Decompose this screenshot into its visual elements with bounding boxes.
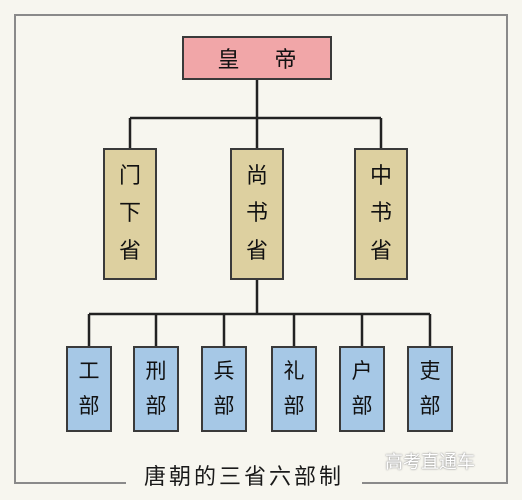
sheng-char: 下 xyxy=(118,201,141,226)
sheng-char: 书 xyxy=(245,201,268,226)
bu-char: 部 xyxy=(78,393,100,418)
sheng-char: 省 xyxy=(369,238,392,264)
bu-node-li: 礼 部 xyxy=(271,346,317,432)
bu-char: 部 xyxy=(419,393,441,418)
bu-char: 兵 xyxy=(213,359,235,384)
bu-char: 部 xyxy=(283,393,305,418)
bu-char: 部 xyxy=(351,393,373,418)
sheng-char: 尚 xyxy=(245,163,268,189)
sheng-char: 书 xyxy=(369,201,392,226)
diagram-caption: 唐朝的三省六部制 xyxy=(126,458,362,492)
bu-char: 刑 xyxy=(145,359,167,384)
bu-char: 户 xyxy=(351,359,373,384)
bu-char: 工 xyxy=(78,359,100,384)
sheng-node-menxia: 门 下 省 xyxy=(103,148,157,280)
bu-node-xing: 刑 部 xyxy=(133,346,179,432)
bu-char: 部 xyxy=(145,393,167,418)
bu-char: 吏 xyxy=(419,359,441,384)
sheng-node-zhongshu: 中 书 省 xyxy=(354,148,408,280)
emperor-node: 皇 帝 xyxy=(182,36,332,80)
bu-node-bing: 兵 部 xyxy=(201,346,247,432)
sheng-char: 门 xyxy=(118,163,141,189)
watermark-text: 高考直通车 xyxy=(385,452,475,473)
sheng-char: 中 xyxy=(369,163,392,189)
bu-node-hu: 户 部 xyxy=(339,346,385,432)
bu-char: 礼 xyxy=(283,359,305,384)
sheng-char: 省 xyxy=(118,238,141,264)
sheng-node-shangshu: 尚 书 省 xyxy=(230,148,284,280)
sheng-char: 省 xyxy=(245,238,268,264)
bu-node-gong: 工 部 xyxy=(66,346,112,432)
bu-char: 部 xyxy=(213,393,235,418)
bu-node-libu: 吏 部 xyxy=(407,346,453,432)
